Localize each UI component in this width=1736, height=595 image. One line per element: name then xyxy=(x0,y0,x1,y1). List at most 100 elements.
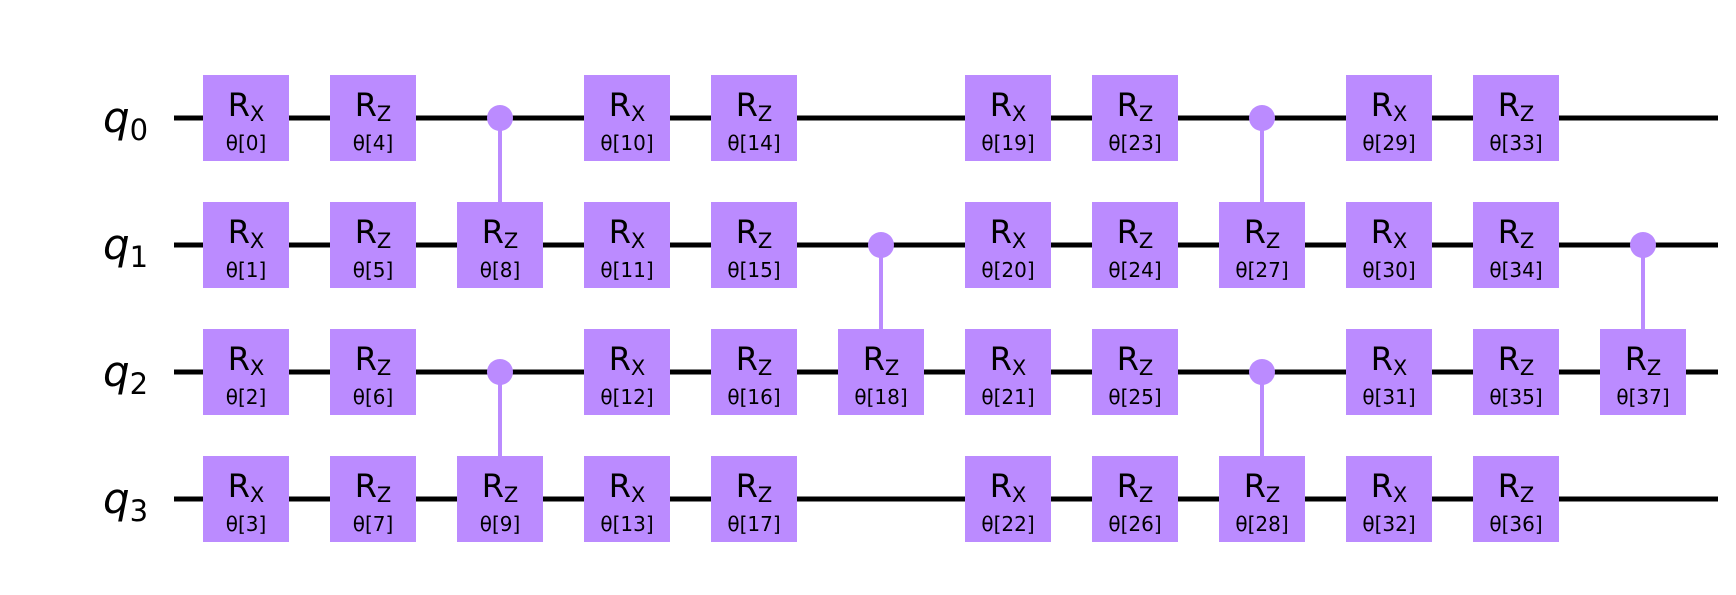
gate-name-base: R xyxy=(482,213,504,251)
gate-box xyxy=(1092,456,1178,542)
gate-box xyxy=(838,329,924,415)
control-dot xyxy=(1249,359,1275,385)
qubit-label-index: 3 xyxy=(130,494,148,528)
gate-param: θ[15] xyxy=(727,258,780,282)
control-dot xyxy=(487,105,513,131)
gate-param: θ[37] xyxy=(1616,385,1669,409)
control-dot xyxy=(487,359,513,385)
gate-param: θ[16] xyxy=(727,385,780,409)
gate-box xyxy=(1473,75,1559,161)
gate-name-base: R xyxy=(355,213,377,251)
gate-name: RZ xyxy=(355,213,392,253)
gate-name-base: R xyxy=(1371,340,1393,378)
control-dot xyxy=(1249,105,1275,131)
gate-box xyxy=(965,329,1051,415)
qubit-label-name: q xyxy=(103,220,130,269)
gate-name: RZ xyxy=(1498,467,1535,507)
gate-rx: RXθ[32] xyxy=(1346,456,1432,542)
gate-rz: RZθ[26] xyxy=(1092,456,1178,542)
gate-name-base: R xyxy=(736,86,758,124)
gate-box xyxy=(711,202,797,288)
gate-name: RZ xyxy=(1117,340,1154,380)
gate-box xyxy=(1473,329,1559,415)
gate-name-sub: Z xyxy=(377,356,391,380)
gate-param: θ[33] xyxy=(1489,131,1542,155)
gate-name: RX xyxy=(228,340,265,380)
gate-box xyxy=(1473,456,1559,542)
gate-box xyxy=(203,456,289,542)
gate-param: θ[27] xyxy=(1235,258,1288,282)
gate-param: θ[31] xyxy=(1362,385,1415,409)
gate-box xyxy=(1092,75,1178,161)
gate-rz: RZθ[17] xyxy=(711,456,797,542)
control-connectors xyxy=(487,105,1656,499)
gate-rx: RX θ[12] xyxy=(584,329,670,415)
gate-param: θ[4] xyxy=(353,131,394,155)
gate-name-base: R xyxy=(863,340,885,378)
gate-rz: RZθ[14] xyxy=(711,75,797,161)
qubit-label-q3: q3 xyxy=(103,474,148,528)
gate-rz: RZθ[23] xyxy=(1092,75,1178,161)
gate-box xyxy=(584,456,670,542)
gate-rz: RZθ[27] xyxy=(1219,202,1305,288)
gate-param: θ[25] xyxy=(1108,385,1161,409)
gate-param: θ[13] xyxy=(600,512,653,536)
gate-rx: RX θ[20] xyxy=(965,202,1051,288)
gate-name: RZ xyxy=(1498,340,1535,380)
gate-param: θ[20] xyxy=(981,258,1034,282)
gate-name-sub: Z xyxy=(758,229,772,253)
gate-name: RZ xyxy=(1244,467,1281,507)
gate-name-base: R xyxy=(1371,86,1393,124)
gate-name: RZ xyxy=(1625,340,1662,380)
gate-name-sub: X xyxy=(631,229,645,253)
gate-box xyxy=(711,329,797,415)
gate-name-base: R xyxy=(1371,467,1393,505)
gate-param: θ[19] xyxy=(981,131,1034,155)
gate-box xyxy=(1219,202,1305,288)
gate-rz: RZ θ[35] xyxy=(1473,329,1559,415)
gate-name-sub: Z xyxy=(1139,483,1153,507)
gate-param: θ[26] xyxy=(1108,512,1161,536)
gate-name-sub: Z xyxy=(1520,229,1534,253)
gate-name-base: R xyxy=(1244,213,1266,251)
gate-name: RX xyxy=(990,86,1027,126)
gate-box xyxy=(1600,329,1686,415)
gate-param: θ[14] xyxy=(727,131,780,155)
gate-name-sub: Z xyxy=(1520,483,1534,507)
gate-name: RZ xyxy=(355,467,392,507)
gate-box xyxy=(1092,202,1178,288)
gate-box xyxy=(1346,329,1432,415)
gate-name-base: R xyxy=(355,467,377,505)
gate-rx: RXθ[3] xyxy=(203,456,289,542)
gate-name: RX xyxy=(609,340,646,380)
gate-name-sub: X xyxy=(1012,229,1026,253)
gate-name-sub: X xyxy=(250,356,264,380)
gate-name-base: R xyxy=(355,86,377,124)
gate-rx: RXθ[11] xyxy=(584,202,670,288)
gate-name-sub: Z xyxy=(758,356,772,380)
gate-param: θ[36] xyxy=(1489,512,1542,536)
gate-name-sub: Z xyxy=(504,483,518,507)
gate-name: RX xyxy=(1371,213,1408,253)
gate-param: θ[35] xyxy=(1489,385,1542,409)
gate-param: θ[12] xyxy=(600,385,653,409)
gate-name: RX xyxy=(990,213,1027,253)
gate-param: θ[23] xyxy=(1108,131,1161,155)
gate-name-sub: X xyxy=(1393,102,1407,126)
gate-name-sub: Z xyxy=(885,356,899,380)
qubit-label-q0: q0 xyxy=(103,93,148,147)
gate-rz: RZ θ[37] xyxy=(1600,329,1686,415)
gate-box xyxy=(330,202,416,288)
gate-rz: RZ θ[25] xyxy=(1092,329,1178,415)
gate-rz: RZθ[24] xyxy=(1092,202,1178,288)
gate-box xyxy=(584,329,670,415)
gate-rx: RXθ[29] xyxy=(1346,75,1432,161)
gate-name: RZ xyxy=(482,213,519,253)
gate-rz: RZθ[34] xyxy=(1473,202,1559,288)
gate-name-sub: X xyxy=(250,229,264,253)
gate-name: RZ xyxy=(736,213,773,253)
gate-name-base: R xyxy=(1117,340,1139,378)
gate-name-sub: X xyxy=(1393,483,1407,507)
